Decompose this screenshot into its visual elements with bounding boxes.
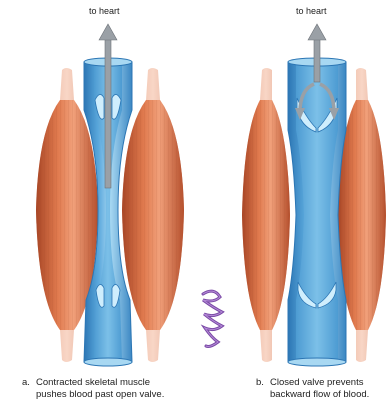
panel-a — [36, 24, 184, 366]
caption-a: a.Contracted skeletal muscle pushes bloo… — [22, 377, 164, 401]
caption-b-line2: backward flow of blood. — [270, 389, 369, 400]
caption-b-line1: Closed valve prevents — [270, 377, 363, 388]
caption-a-letter: a. — [22, 377, 36, 389]
label-to-heart-b: to heart — [296, 6, 327, 16]
caption-a-line2: pushes blood past open valve. — [36, 389, 164, 400]
muscle-left-b — [242, 68, 290, 362]
caption-a-line1: Contracted skeletal muscle — [36, 377, 150, 388]
blood-cells-icon — [203, 291, 222, 346]
label-to-heart-a: to heart — [89, 6, 120, 16]
caption-b: b.Closed valve prevents backward flow of… — [256, 377, 369, 401]
caption-b-letter: b. — [256, 377, 270, 389]
panel-b — [242, 24, 386, 366]
